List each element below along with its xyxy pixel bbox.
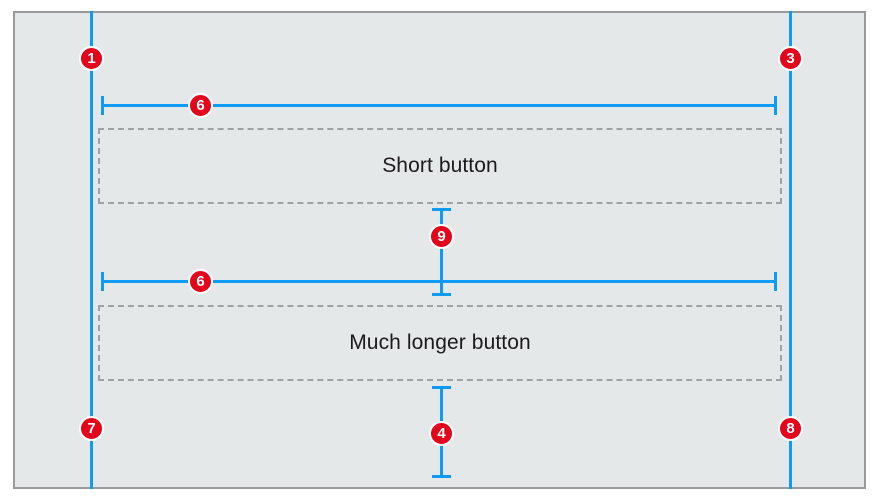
callout-6-top-label: 6 [196,97,205,114]
callout-4-bottom-margin[interactable]: 4 [429,421,454,446]
callout-8-label: 8 [786,420,795,437]
button-outline-long[interactable]: Much longer button [98,305,782,381]
callout-3-label: 3 [786,50,795,67]
callout-1-label: 1 [87,50,96,67]
callout-6-width-top[interactable]: 6 [188,93,213,118]
dimension-line-width-top [101,96,777,115]
callout-8-right-bottom[interactable]: 8 [778,416,803,441]
dimension-line-gap-between [432,208,451,296]
callout-9-gap-between[interactable]: 9 [429,224,454,249]
callout-7-left-bottom[interactable]: 7 [79,416,104,441]
callout-3-right-top[interactable]: 3 [778,46,803,71]
artboard-frame [13,11,866,489]
callout-1-left-top[interactable]: 1 [79,46,104,71]
callout-9-label: 9 [437,228,446,245]
callout-7-label: 7 [87,420,96,437]
button-label-long: Much longer button [349,331,531,354]
callout-6-width-bottom[interactable]: 6 [188,269,213,294]
guide-line-left [90,11,93,489]
callout-6-bottom-label: 6 [196,273,205,290]
button-label-short: Short button [382,154,498,177]
callout-4-label: 4 [437,425,446,442]
dimension-line-width-bottom [101,272,777,291]
guide-line-right [789,11,792,489]
button-outline-short[interactable]: Short button [98,128,782,204]
